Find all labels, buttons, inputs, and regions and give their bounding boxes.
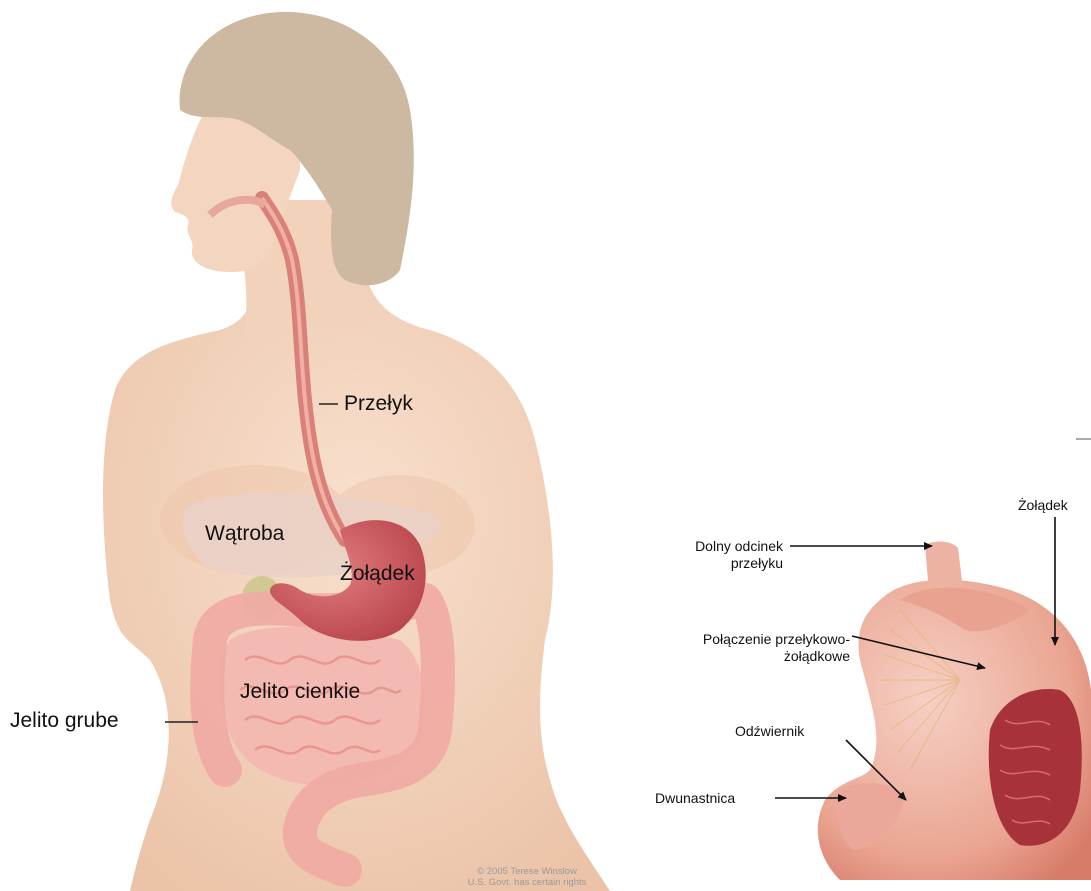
label-ge-junction-line1: Połączenie przełykowo-	[630, 631, 850, 648]
copyright-credit: © 2005 Terese Winslow U.S. Govt. has cer…	[452, 866, 602, 888]
label-stomach: Żołądek	[340, 562, 415, 586]
label-stomach-detail: Żołądek	[1018, 497, 1068, 514]
label-large-intestine: Jelito grube	[10, 709, 119, 733]
credit-line-2: U.S. Govt. has certain rights	[452, 877, 602, 888]
label-liver: Wątroba	[205, 522, 284, 546]
label-lower-esophagus-line1: Dolny odcinek	[640, 538, 783, 555]
label-ge-junction: Połączenie przełykowo- żołądkowe	[630, 631, 850, 665]
stomach-inner-wall	[989, 689, 1082, 846]
label-ge-junction-line2: żołądkowe	[630, 648, 850, 665]
label-lower-esophagus: Dolny odcinek przełyku	[640, 538, 783, 572]
label-duodenum: Dwunastnica	[655, 790, 735, 807]
stomach-detail-figure	[818, 542, 1091, 880]
label-esophagus: Przełyk	[344, 392, 413, 416]
torso-figure	[103, 12, 610, 891]
label-small-intestine: Jelito cienkie	[240, 680, 360, 704]
label-lower-esophagus-line2: przełyku	[640, 555, 783, 572]
label-pylorus: Odźwiernik	[735, 723, 804, 740]
credit-line-1: © 2005 Terese Winslow	[452, 866, 602, 877]
